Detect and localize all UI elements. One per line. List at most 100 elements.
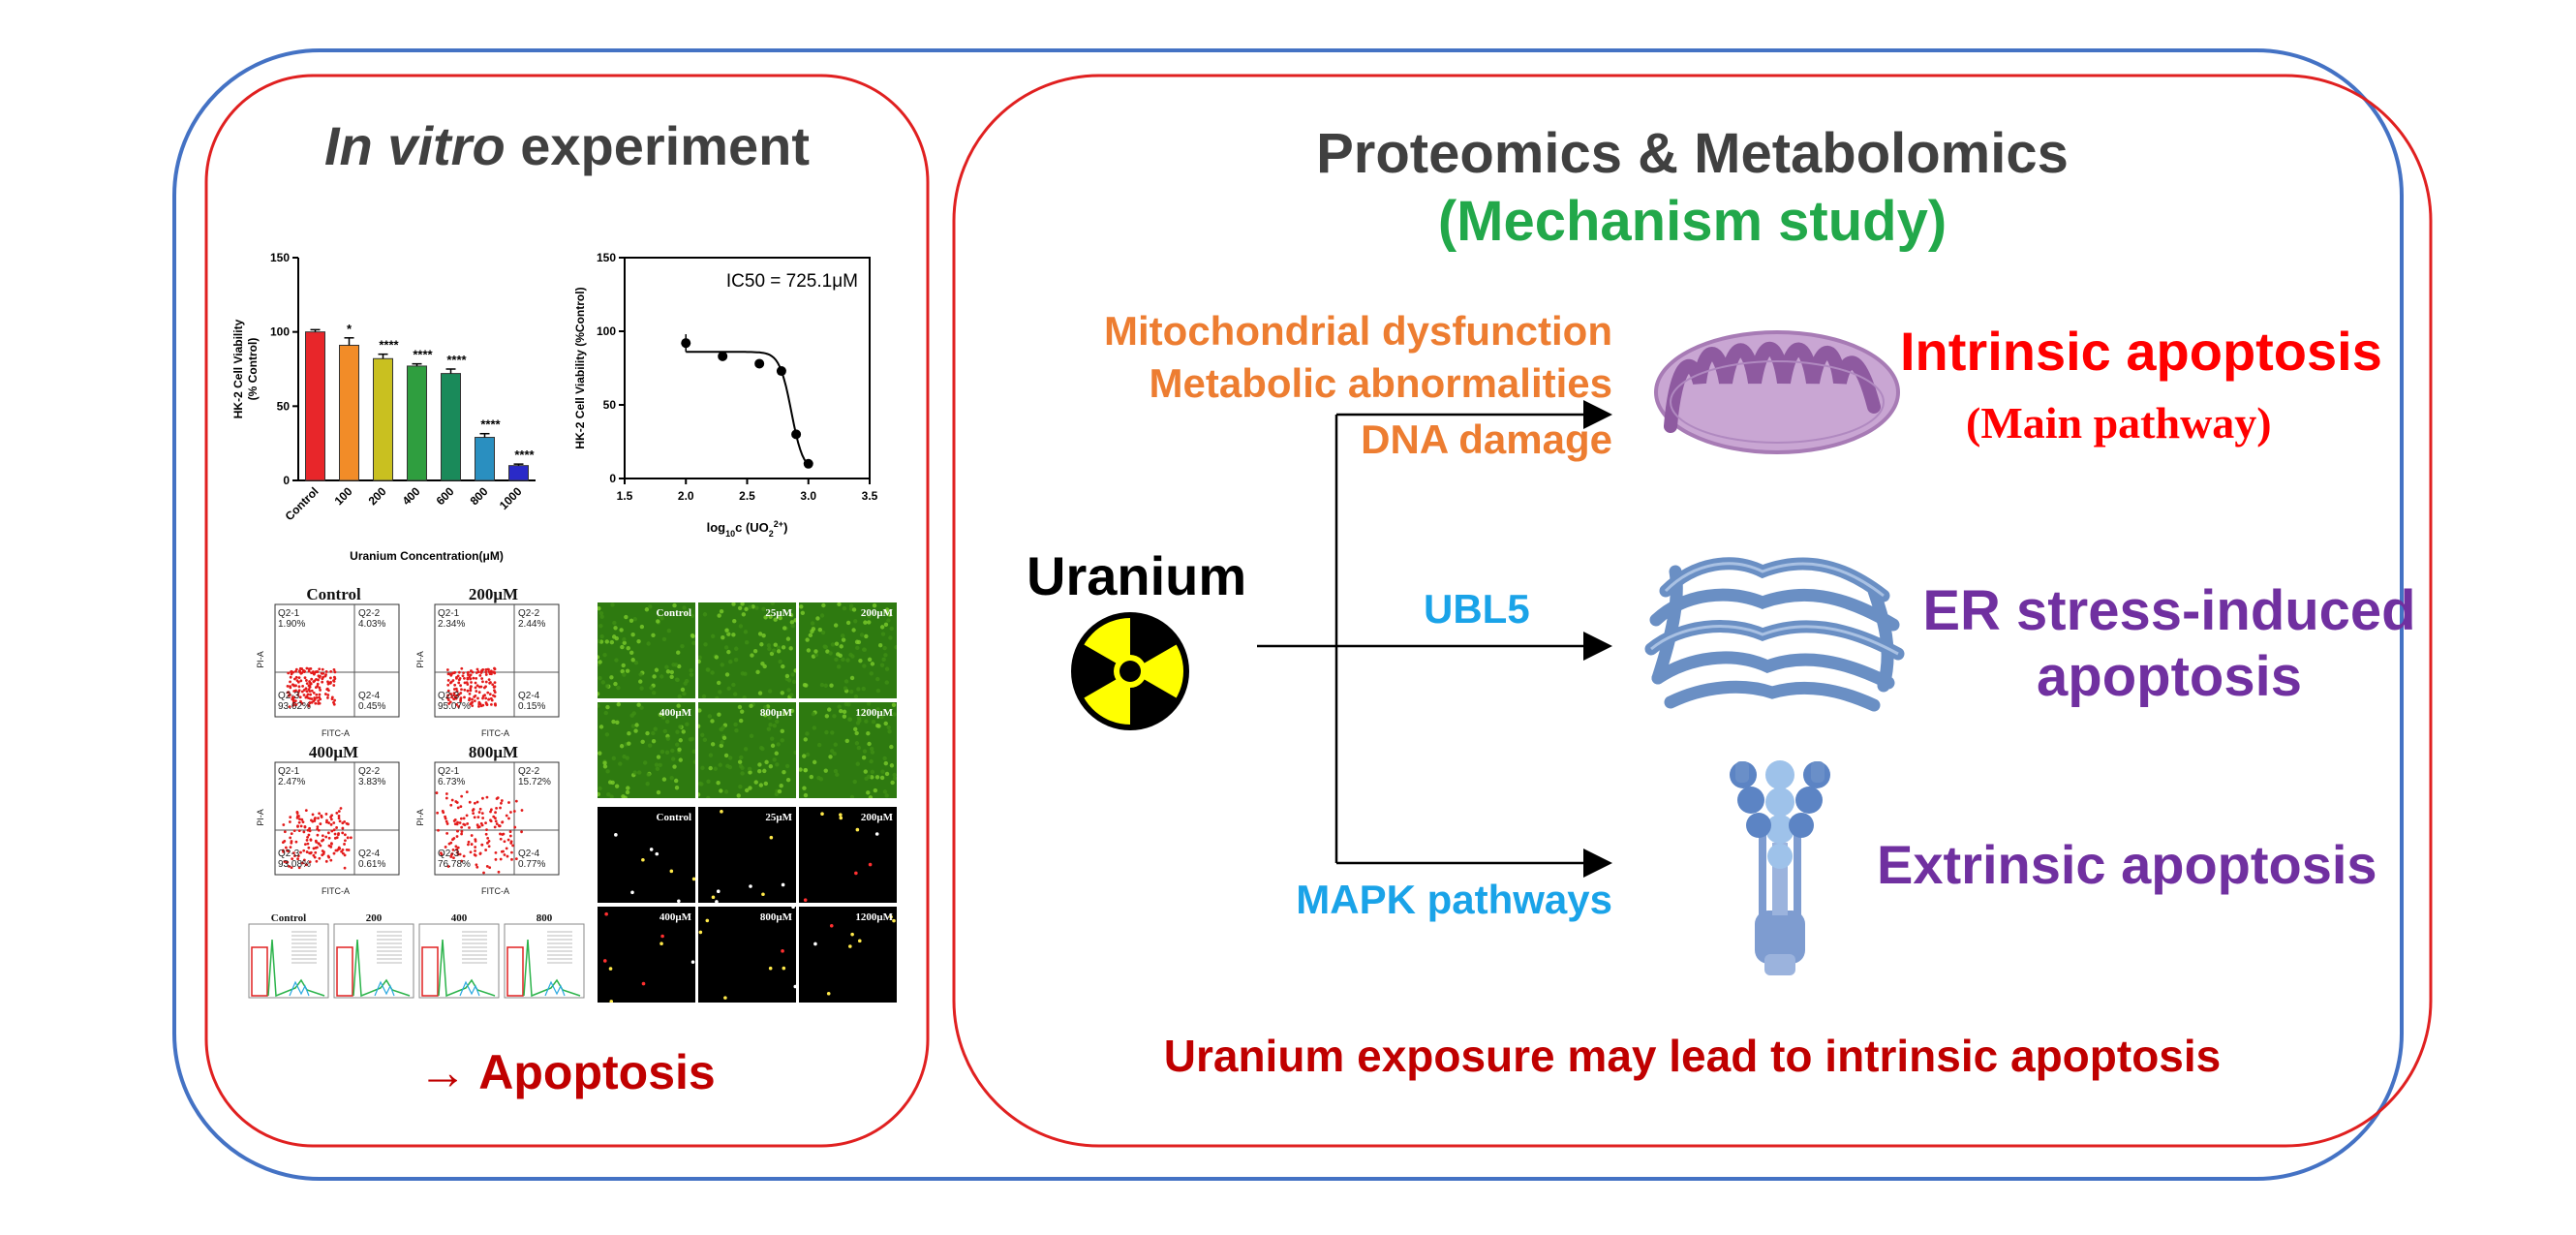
flow-dot: [309, 839, 313, 842]
fluorescence-speck: [647, 743, 653, 748]
fluorescence-speck: [613, 626, 618, 631]
flow-dot: [297, 676, 301, 680]
flow-dot: [468, 800, 472, 804]
fluorescence-speck: [844, 738, 849, 744]
fluorescence-speck: [627, 731, 631, 736]
histogram-frame: [504, 923, 585, 999]
fluorescence-speck: [614, 635, 619, 641]
fluorescence-speck: [755, 669, 760, 675]
fluorescence-speck: [763, 781, 769, 787]
flow-dot: [310, 677, 314, 681]
flow-dot: [505, 814, 508, 818]
fluorescence-speck: [739, 709, 745, 714]
fluorescence-speck: [768, 763, 774, 769]
fluorescence-speck: [851, 607, 857, 612]
fluorescence-speck: [654, 667, 659, 672]
fluorescence-speck: [837, 602, 842, 607]
flow-dot: [322, 852, 325, 855]
flow-dot: [337, 848, 340, 851]
flow-dot: [333, 677, 337, 680]
fluorescence-speck: [674, 677, 680, 682]
fluorescence-speck: [734, 646, 739, 651]
flow-dot: [455, 835, 459, 838]
flow-dot: [294, 703, 298, 706]
fluorescence-speck: [850, 932, 854, 937]
fluorescence-speck: [780, 728, 784, 734]
flow-dot: [479, 671, 483, 674]
histogram-gate: [506, 946, 524, 997]
fluorescence-speck: [811, 712, 816, 717]
fluorescence-speck: [665, 736, 671, 741]
flow-dot: [484, 673, 488, 676]
viability-bar-chart: 050100150Control*100****200****400****60…: [231, 251, 536, 563]
fluorescence-speck: [862, 749, 868, 754]
flow-dot: [477, 704, 480, 708]
flow-dot: [485, 703, 489, 707]
fluorescence-speck: [598, 751, 602, 756]
fluorescence-speck: [676, 650, 681, 655]
flow-dot: [467, 843, 470, 847]
fluorescence-speck: [868, 795, 874, 798]
flow-dot: [463, 688, 467, 692]
fluorescence-speck: [774, 751, 779, 756]
flow-dot: [317, 699, 321, 703]
flow-dot: [318, 693, 322, 696]
histogram-label: Control: [271, 912, 306, 924]
flow-dot: [296, 824, 299, 828]
flow-dot: [474, 853, 477, 857]
fluorescence-speck: [861, 647, 867, 652]
flow-dot: [471, 697, 474, 701]
fluorescence-speck: [692, 759, 695, 764]
fluorescence-bg: [799, 807, 897, 903]
flow-dot: [489, 681, 492, 684]
fluorescence-speck: [742, 695, 747, 698]
histogram-trace-blue: [374, 980, 395, 997]
bar-significance: ****: [514, 448, 535, 462]
fluorescence-speck: [859, 633, 865, 637]
fluorescence-speck: [886, 618, 891, 623]
fluorescence-speck: [661, 777, 667, 782]
fluorescence-speck: [724, 628, 729, 633]
flow-dot: [329, 818, 333, 821]
flow-dot: [452, 694, 456, 697]
fluorescence-speck: [655, 766, 660, 772]
fluorescence-speck: [604, 684, 610, 689]
flow-dot: [324, 813, 328, 816]
outer-frame: [172, 48, 2404, 1181]
flow-dot: [319, 697, 322, 701]
fluorescence-speck: [669, 775, 674, 781]
fluorescence-speck: [719, 743, 724, 749]
flow-dot: [477, 691, 481, 695]
flow-panel-title: 400μM: [308, 743, 359, 761]
flow-dot: [478, 851, 482, 855]
flow-dot: [308, 826, 312, 830]
fluorescence-label: 400μM: [659, 911, 692, 923]
flow-dot: [310, 689, 314, 693]
flow-dot: [435, 791, 439, 794]
flow-dot: [447, 702, 450, 705]
fluorescence-speck: [852, 779, 857, 785]
flow-dot: [501, 833, 505, 836]
flow-dot: [501, 820, 504, 824]
flow-dot: [462, 671, 465, 675]
fluorescence-speck: [871, 720, 876, 725]
fluorescence-speck: [799, 767, 803, 772]
histogram-3: 800: [504, 912, 585, 999]
fluorescence-speck: [669, 669, 675, 675]
flow-dot: [459, 699, 463, 703]
flow-dot: [297, 820, 301, 824]
fluorescence-speck: [805, 637, 810, 642]
fluorescence-speck: [879, 714, 884, 720]
flow-dot: [312, 847, 316, 850]
fluorescence-speck: [598, 624, 603, 629]
fluorescence-speck: [883, 622, 889, 627]
flow-dot: [326, 854, 330, 858]
fluorescence-speck: [884, 666, 890, 671]
fluorescence-speck: [719, 609, 724, 614]
mitochondrion-icon: [1654, 330, 1900, 454]
histogram-label: 200: [366, 912, 383, 924]
flow-dot: [460, 688, 463, 692]
fluorescence-speck: [888, 635, 893, 640]
fluorescence-speck: [630, 658, 635, 663]
